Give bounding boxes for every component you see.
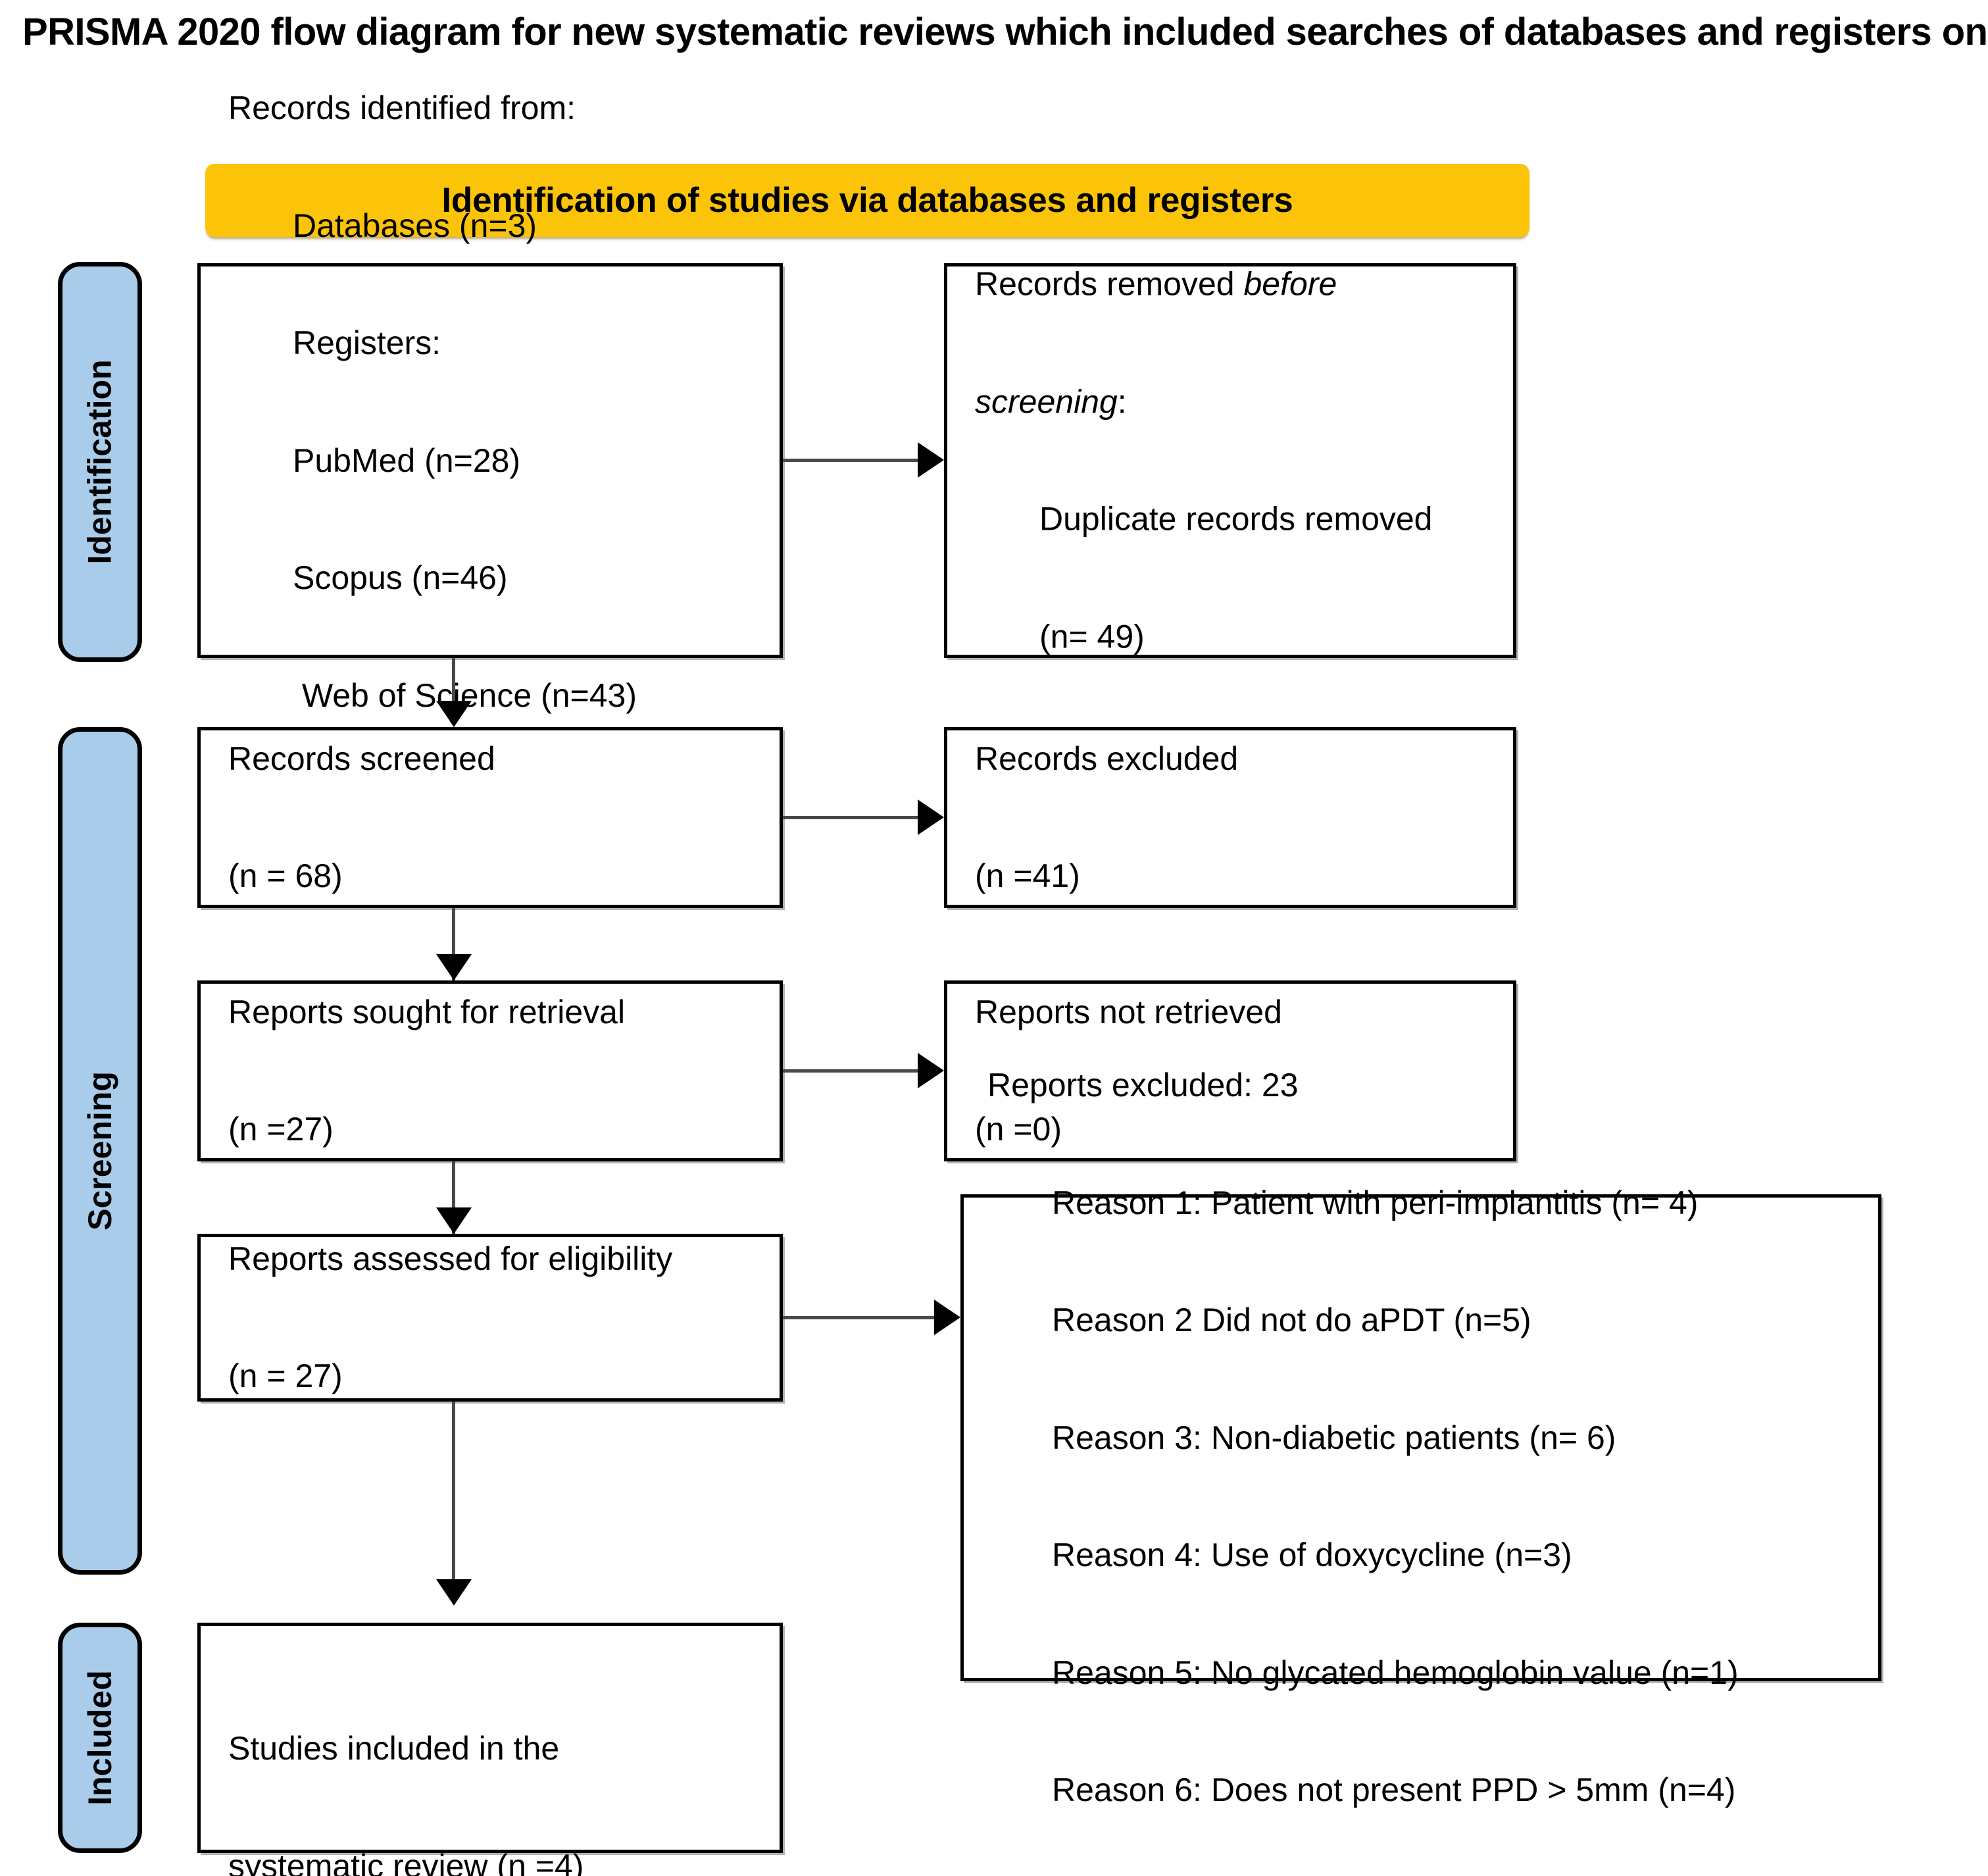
reports-excluded-reason-5: Reason 6: Does not present PPD > 5mm (n=… [1052,1771,1736,1808]
records-identified-line-3: PubMed (n=28) [293,442,521,479]
box-reports-not-retrieved-text: Reports not retrieved (n =0) [975,915,1500,1228]
identification-banner: Identification of studies via databases … [205,164,1529,237]
arrow-sought-to-not-retrieved [918,1053,944,1088]
connector-identified-to-screened [452,658,455,724]
arrow-screened-to-excluded [918,799,944,835]
box-records-removed-text: Records removed before screening: Duplic… [975,187,1500,735]
reports-sought-line1: Reports sought for retrieval [228,993,626,1030]
box-reports-sought: Reports sought for retrieval (n =27) [197,980,783,1161]
reports-excluded-reason-0: Reason 1: Patient with peri-implantitis … [1052,1184,1699,1221]
arrow-sought-to-assessed [436,1207,472,1234]
reports-excluded-heading: Reports excluded: 23 [987,1066,1299,1103]
records-excluded-line2: (n =41) [975,857,1080,894]
stage-bar-included: Included [58,1623,142,1853]
box-records-identified-text: Records identified from: Databases (n=3)… [228,11,766,911]
arrow-assessed-to-excluded [934,1300,960,1335]
box-reports-excluded: Reports excluded: 23 Reason 1: Patient w… [960,1067,1881,1808]
arrow-identified-to-removed [918,442,944,478]
box-records-removed: Records removed before screening: Duplic… [944,263,1516,658]
reports-sought-line2: (n =27) [228,1111,334,1148]
records-removed-line1-italic: before [1243,265,1337,303]
identification-banner-label: Identification of studies via databases … [441,181,1293,220]
records-excluded-line1: Records excluded [975,740,1239,777]
connector-identified-to-removed [783,459,921,462]
records-removed-line3: Duplicate records removed [1039,500,1433,538]
records-identified-line-4: Scopus (n=46) [293,559,508,596]
box-reports-excluded-text: Reports excluded: 23 Reason 1: Patient w… [987,988,1865,1876]
reports-excluded-reason-3: Reason 4: Use of doxycycline (n=3) [1052,1536,1572,1573]
box-studies-included: Studies included in the systematic revie… [197,1623,783,1876]
arrow-assessed-to-included [436,1579,472,1606]
box-records-identified: Records identified from: Databases (n=3)… [197,89,783,831]
records-identified-line-1: Databases (n=3) [293,207,537,244]
arrow-screened-to-sought [436,954,472,980]
box-studies-included-text: Studies included in the systematic revie… [228,1651,766,1876]
page-title: PRISMA 2020 flow diagram for new systema… [22,11,1988,53]
studies-included-line1: Studies included in the [228,1730,560,1767]
box-reports-not-retrieved: Reports not retrieved (n =0) [944,980,1516,1161]
box-records-excluded: Records excluded (n =41) [944,727,1516,908]
stage-bar-screening: Screening [58,727,142,1575]
records-identified-line-5: Web of Science (n=43) [293,676,637,714]
records-removed-line1-plain: Records removed [975,265,1244,303]
records-removed-line4: (n= 49) [1039,618,1145,655]
box-records-screened: Records screened (n = 68) [197,727,783,908]
records-screened-line2: (n = 68) [228,857,343,894]
box-records-excluded-text: Records excluded (n =41) [975,661,1500,975]
box-records-screened-text: Records screened (n = 68) [228,661,766,975]
connector-assessed-to-excluded [783,1316,937,1319]
connector-assessed-to-included [452,1402,455,1592]
connector-screened-to-excluded [783,816,921,819]
reports-assessed-line1: Reports assessed for eligibility [228,1240,673,1277]
connector-sought-to-assessed [452,1161,455,1234]
records-removed-line2-italic: screening [975,383,1118,420]
reports-excluded-reason-4: Reason 5: No glycated hemoglobin value (… [1052,1654,1739,1691]
stage-label-included: Included [82,1670,119,1806]
reports-excluded-reason-1: Reason 2 Did not do aPDT (n=5) [1052,1301,1531,1338]
box-reports-sought-text: Reports sought for retrieval (n =27) [228,915,766,1228]
box-reports-assessed: Reports assessed for eligibility (n = 27… [197,1234,783,1402]
stage-bar-identification: Identification [58,262,142,662]
connector-sought-to-not-retrieved [783,1069,921,1073]
records-removed-line2-plain: : [1117,383,1127,420]
records-identified-line-0: Records identified from: [228,89,576,126]
reports-excluded-reason-2: Reason 3: Non-diabetic patients (n= 6) [1052,1419,1616,1456]
records-identified-line-2: Registers: [293,324,441,361]
stage-label-identification: Identification [82,359,119,565]
reports-assessed-line2: (n = 27) [228,1357,343,1394]
reports-not-retrieved-line2: (n =0) [975,1111,1062,1148]
records-screened-line1: Records screened [228,740,495,777]
arrow-identified-to-screened [436,701,472,727]
reports-not-retrieved-line1: Reports not retrieved [975,993,1282,1030]
stage-label-screening: Screening [82,1071,118,1230]
studies-included-line2: systematic review (n =4) [228,1847,584,1876]
connector-screened-to-sought [452,908,455,980]
box-reports-assessed-text: Reports assessed for eligibility (n = 27… [228,1161,766,1475]
